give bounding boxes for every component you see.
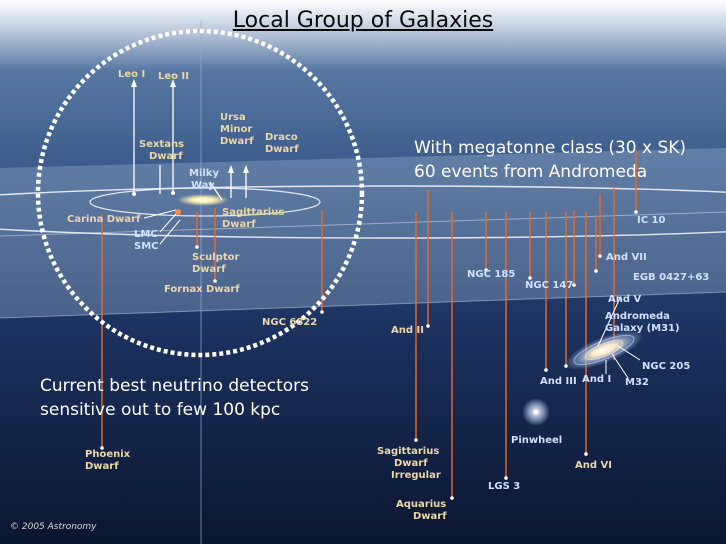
label-and-ii: And II	[391, 325, 424, 336]
galactic-plane-lower-edge	[0, 291, 726, 319]
caption-megatonne-line2: 60 events from Andromeda	[414, 162, 648, 182]
pointer-lines-downward	[101, 150, 637, 500]
label-milky-way-line2: Way	[191, 180, 215, 191]
label-lmc: LMC	[134, 229, 158, 240]
label-ic10: IC 10	[637, 215, 666, 226]
label-draco-line1: Draco	[265, 132, 298, 143]
label-and-vi: And VI	[575, 460, 612, 471]
milky-way-orbit-ellipse	[89, 187, 321, 217]
horizon-line	[0, 211, 726, 237]
detector-range-dashed-circle	[35, 28, 365, 358]
galactic-plane-band	[0, 148, 726, 318]
label-ngc6822: NGC 6822	[262, 317, 318, 328]
label-sculptor-line2: Dwarf	[192, 264, 226, 275]
label-leo-ii: Leo II	[158, 71, 189, 82]
label-ngc185: NGC 185	[467, 269, 516, 280]
label-pinwheel: Pinwheel	[511, 435, 563, 446]
label-egb-0427: EGB 0427+63	[633, 272, 710, 283]
dwarf-galaxy-dots	[100, 191, 638, 500]
label-ngc205: NGC 205	[642, 361, 691, 372]
caption-current-line1: Current best neutrino detectors	[40, 376, 310, 396]
caption-megatonne-line1: With megatonne class (30 x SK)	[414, 138, 687, 158]
label-m32: M32	[625, 377, 649, 388]
label-ngc147: NGC 147	[525, 280, 574, 291]
andromeda-label-pointers	[597, 297, 641, 379]
label-phoenix-line1: Phoenix	[85, 449, 131, 460]
label-milky-way-line1: Milky	[189, 168, 219, 179]
label-aquarius-line1: Aquarius	[396, 499, 447, 510]
lmc-blob	[175, 209, 181, 215]
label-sag-irregular-line3: Irregular	[391, 470, 441, 481]
top-white-fade	[0, 0, 726, 70]
label-and-vii: And VII	[606, 252, 647, 263]
caption-current-line2: sensitive out to few 100 kpc	[40, 400, 281, 420]
label-leo-i: Leo I	[118, 69, 146, 80]
label-sagittarius-line2: Dwarf	[222, 219, 256, 230]
label-aquarius-line2: Dwarf	[413, 511, 447, 522]
label-lgs3: LGS 3	[488, 481, 521, 492]
milky-way-galaxy	[177, 194, 229, 206]
label-sagittarius-line1: Sagittarius	[222, 207, 285, 218]
label-fornax-dwarf: Fornax Dwarf	[164, 284, 240, 295]
label-smc: SMC	[134, 241, 159, 252]
pinwheel-galaxy	[522, 398, 550, 426]
local-group-orbit-ellipse	[0, 185, 726, 239]
pointer-lines-lmc-smc	[143, 209, 181, 245]
label-ursa-minor-line3: Dwarf	[220, 136, 254, 147]
label-sculptor-line1: Sculptor	[192, 252, 240, 263]
label-ursa-minor-line1: Ursa	[220, 112, 246, 123]
label-and-i: And I	[582, 374, 612, 385]
label-andromeda-line2: Galaxy (M31)	[605, 323, 680, 334]
label-ursa-minor-line2: Minor	[220, 124, 253, 135]
label-andromeda-line1: Andromeda	[605, 311, 670, 322]
label-sextans-line1: Sextans	[139, 139, 185, 150]
label-and-iii: And III	[540, 376, 577, 387]
copyright-notice: © 2005 Astronomy	[10, 522, 97, 532]
label-sextans-line2: Dwarf	[149, 151, 183, 162]
label-phoenix-line2: Dwarf	[85, 461, 119, 472]
label-sag-irregular-line2: Dwarf	[394, 458, 428, 469]
andromeda-galaxy	[564, 330, 644, 370]
pointer-arrowheads-upward	[131, 79, 249, 173]
label-sag-irregular-line1: Sagittarius	[377, 446, 440, 457]
page-title: Local Group of Galaxies	[232, 8, 494, 33]
label-and-v: And V	[608, 294, 642, 305]
label-draco-line2: Dwarf	[265, 144, 299, 155]
label-carina-dwarf: Carina Dwarf	[67, 214, 141, 225]
